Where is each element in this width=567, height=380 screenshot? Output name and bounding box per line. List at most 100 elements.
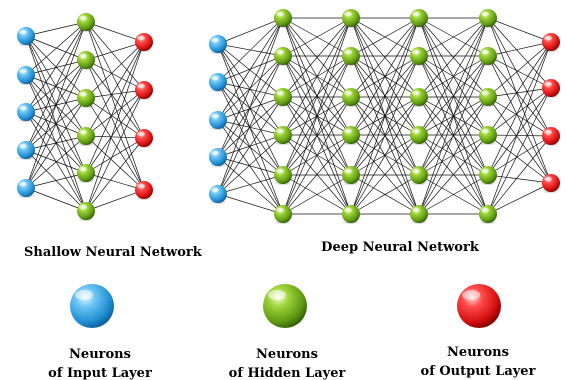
deep-input-neuron-l0-0 <box>209 35 227 55</box>
deep-hidden-neuron-l2-4 <box>342 166 360 186</box>
deep-hidden-neuron-l4-1 <box>479 47 497 67</box>
deep-input-neuron-l0-1 <box>209 73 227 93</box>
deep-connection-l1-4-2 <box>282 96 352 176</box>
deep-connection-l1-2-0 <box>282 17 352 98</box>
legend-hidden-line1: Neurons <box>256 347 318 362</box>
deep-connection-l2-4-0 <box>350 17 420 176</box>
shallow-connection-l1-1-1 <box>85 59 145 91</box>
deep-connection-l4-2-0 <box>487 41 552 98</box>
deep-connection-l1-3-1 <box>282 55 352 136</box>
legend-output-label: Neurons of Output Layer <box>418 343 538 380</box>
deep-network-title: Deep Neural Network <box>321 240 479 255</box>
deep-connection-l4-3-3 <box>487 134 552 184</box>
deep-connection-l4-4-3 <box>487 174 552 184</box>
deep-connection-l1-5-1 <box>282 55 352 215</box>
deep-connection-l2-2-0 <box>350 17 420 98</box>
shallow-connection-l1-3-3 <box>85 135 145 191</box>
deep-connection-l0-0-4 <box>217 43 284 176</box>
shallow-connection-l1-4-2 <box>85 137 145 174</box>
deep-connection-l4-2-2 <box>487 96 552 137</box>
shallow-connection-l1-1-3 <box>85 59 145 191</box>
deep-connection-l2-5-2 <box>350 96 420 215</box>
deep-connection-l0-4-5 <box>217 193 284 215</box>
shallow-connection-l1-0-1 <box>85 21 145 91</box>
deep-output-neuron-l5-0 <box>542 33 560 53</box>
shallow-hidden-neuron-l1-1 <box>77 51 95 71</box>
shallow-connection-l0-2-0 <box>25 21 87 113</box>
deep-connection-l2-5-4 <box>350 174 420 215</box>
deep-connection-l1-5-2 <box>282 96 352 215</box>
legend-output-line1: Neurons <box>447 345 509 360</box>
deep-connection-l2-1-0 <box>350 17 420 57</box>
shallow-connection-l0-4-3 <box>25 135 87 189</box>
deep-input-neuron-l0-2 <box>209 111 227 131</box>
shallow-hidden-neuron-l1-4 <box>77 164 95 184</box>
deep-hidden-neuron-l4-5 <box>479 205 497 225</box>
deep-hidden-neuron-l2-0 <box>342 9 360 29</box>
shallow-connection-l1-0-3 <box>85 21 145 191</box>
deep-connection-l4-4-0 <box>487 41 552 176</box>
legend-input-label: Neurons of Input Layer <box>40 345 160 380</box>
deep-connection-l0-0-0 <box>217 17 284 45</box>
deep-hidden-neuron-l4-0 <box>479 9 497 29</box>
shallow-connection-l1-2-3 <box>85 97 145 191</box>
deep-hidden-neuron-l1-3 <box>274 126 292 146</box>
shallow-connection-l0-4-1 <box>25 59 87 189</box>
shallow-network-connections <box>25 21 145 212</box>
deep-connection-l0-4-2 <box>217 96 284 195</box>
shallow-connection-l0-3-0 <box>25 21 87 151</box>
shallow-input-neuron-l0-3 <box>17 141 35 161</box>
deep-hidden-neuron-l1-0 <box>274 9 292 29</box>
deep-connection-l0-3-5 <box>217 156 284 215</box>
deep-connection-l0-2-0 <box>217 17 284 121</box>
deep-connection-l0-4-1 <box>217 55 284 195</box>
deep-connection-l1-5-3 <box>282 134 352 215</box>
legend-output-neuron-icon <box>457 284 501 328</box>
shallow-connection-l0-0-0 <box>25 21 87 37</box>
deep-connection-l4-1-3 <box>487 55 552 184</box>
legend-output-line2: of Output Layer <box>420 364 536 379</box>
deep-hidden-neuron-l3-0 <box>410 9 428 29</box>
deep-connection-l1-5-0 <box>282 17 352 215</box>
deep-hidden-neuron-l2-2 <box>342 88 360 108</box>
deep-connection-l4-5-1 <box>487 87 552 215</box>
deep-hidden-neuron-l4-2 <box>479 88 497 108</box>
deep-connection-l0-2-4 <box>217 119 284 176</box>
shallow-output-neuron-l2-3 <box>135 181 153 201</box>
deep-connection-l3-2-0 <box>418 17 489 98</box>
deep-hidden-neuron-l1-4 <box>274 166 292 186</box>
deep-connection-l4-0-1 <box>487 17 552 89</box>
shallow-connection-l1-2-2 <box>85 97 145 139</box>
deep-connection-l1-4-0 <box>282 17 352 176</box>
deep-hidden-neuron-l1-1 <box>274 47 292 67</box>
deep-connection-l4-0-0 <box>487 17 552 43</box>
deep-hidden-neuron-l1-5 <box>274 205 292 225</box>
shallow-input-neuron-l0-2 <box>17 103 35 123</box>
deep-connection-l3-4-0 <box>418 17 489 176</box>
deep-connection-l2-3-0 <box>350 17 420 136</box>
deep-hidden-neuron-l3-5 <box>410 205 428 225</box>
shallow-connection-l0-3-4 <box>25 149 87 174</box>
deep-hidden-neuron-l2-1 <box>342 47 360 67</box>
deep-connection-l0-2-3 <box>217 119 284 136</box>
shallow-connection-l1-4-1 <box>85 89 145 174</box>
deep-connection-l3-1-0 <box>418 17 489 57</box>
shallow-connection-l1-3-2 <box>85 135 145 139</box>
deep-connection-l4-2-3 <box>487 96 552 184</box>
deep-connection-l0-1-0 <box>217 17 284 83</box>
shallow-hidden-neuron-l1-3 <box>77 127 95 147</box>
deep-connection-l0-2-5 <box>217 119 284 215</box>
shallow-network-neurons <box>17 13 153 222</box>
shallow-connection-l0-4-4 <box>25 172 87 189</box>
deep-connection-l4-3-2 <box>487 134 552 137</box>
deep-connection-l4-4-2 <box>487 135 552 176</box>
shallow-connection-l1-5-0 <box>85 41 145 212</box>
shallow-connection-l0-4-0 <box>25 21 87 189</box>
deep-connection-l2-4-2 <box>350 96 420 176</box>
shallow-connection-l1-2-0 <box>85 41 145 99</box>
shallow-hidden-neuron-l1-5 <box>77 202 95 222</box>
deep-connection-l2-5-1 <box>350 55 420 215</box>
legend <box>70 284 501 328</box>
